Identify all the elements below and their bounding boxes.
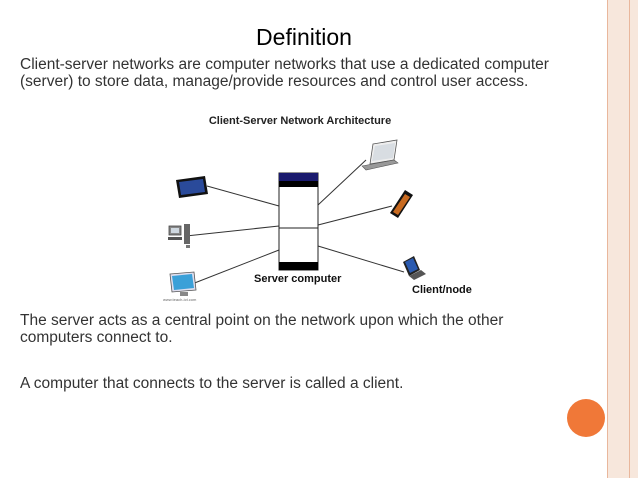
diagram-watermark: www.teach-ict.com <box>163 297 197 302</box>
server-icon <box>278 172 319 271</box>
link-phone <box>317 205 393 226</box>
smartphone-icon <box>390 190 413 218</box>
link-monitor <box>191 249 280 285</box>
client-definition-paragraph: A computer that connects to the server i… <box>20 375 404 392</box>
network-links <box>185 159 405 285</box>
monitor-icon <box>169 271 197 296</box>
link-client-laptop <box>317 245 405 273</box>
client-laptop-icon <box>403 256 426 280</box>
decorative-circle <box>567 399 605 437</box>
client-label: Client/node <box>412 284 472 296</box>
slide-border-band <box>607 0 638 478</box>
link-laptop <box>317 159 367 206</box>
laptop-icon <box>361 139 399 171</box>
link-tablet <box>206 185 280 207</box>
link-desktop <box>185 225 280 237</box>
client-server-diagram <box>168 139 426 296</box>
diagram-title: Client-Server Network Architecture <box>208 115 392 127</box>
central-point-paragraph: The server acts as a central point on th… <box>20 312 504 346</box>
desktop-computer-icon <box>168 224 190 248</box>
server-label: Server computer <box>254 273 342 285</box>
slide-border-line <box>629 0 630 478</box>
tablet-icon <box>176 176 208 198</box>
definition-paragraph: Client-server networks are computer netw… <box>20 56 549 90</box>
slide-title: Definition <box>256 24 352 50</box>
